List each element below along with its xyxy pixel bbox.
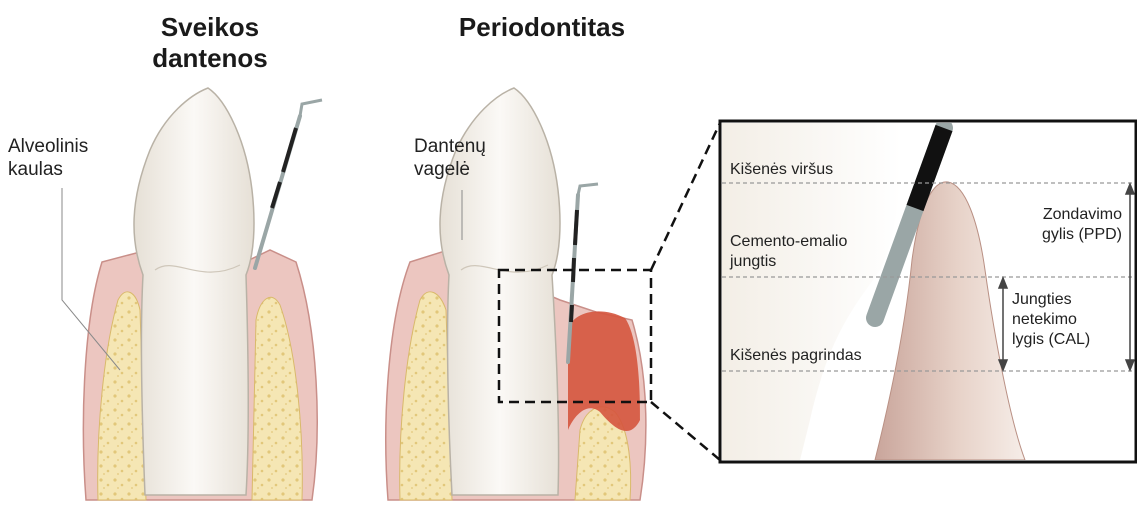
cal-label-line2: netekimo: [1012, 310, 1090, 330]
healthy-heading-line1: Sveikos: [150, 12, 270, 43]
healthy-tooth: [134, 88, 254, 495]
healthy-tooth-illustration: [62, 88, 322, 500]
periodontitis-heading: Periodontitas: [452, 12, 632, 43]
alveolar-bone-label: Alveolinis kaulas: [8, 135, 88, 181]
cal-label-line1: Jungties: [1012, 290, 1090, 310]
ppd-label-line1: Zondavimo: [1020, 205, 1122, 225]
inflammation-area: [568, 311, 640, 431]
cej-label-line1: Cemento-emalio: [730, 232, 847, 252]
healthy-heading-line2: dantenos: [150, 43, 270, 74]
cal-label: Jungties netekimo lygis (CAL): [1012, 290, 1090, 350]
ppd-label: Zondavimo gylis (PPD): [1020, 205, 1122, 245]
pocket-top-label: Kišenės viršus: [730, 160, 833, 180]
gingival-sulcus-label: Dantenų vagelė: [414, 135, 486, 181]
alveolar-bone-label-line2: kaulas: [8, 158, 88, 181]
alveolar-bone-label-line1: Alveolinis: [8, 135, 88, 158]
pocket-base-label: Kišenės pagrindas: [730, 346, 862, 366]
cej-label-line2: jungtis: [730, 252, 847, 272]
healthy-heading: Sveikos dantenos: [150, 12, 270, 74]
gingival-sulcus-label-line1: Dantenų: [414, 135, 486, 158]
gingival-sulcus-label-line2: vagelė: [414, 158, 486, 181]
cej-label: Cemento-emalio jungtis: [730, 232, 847, 272]
zoom-connector-bottom: [651, 402, 720, 460]
ppd-label-line2: gylis (PPD): [1020, 225, 1122, 245]
zoom-connector-top: [651, 123, 720, 270]
cal-label-line3: lygis (CAL): [1012, 330, 1090, 350]
